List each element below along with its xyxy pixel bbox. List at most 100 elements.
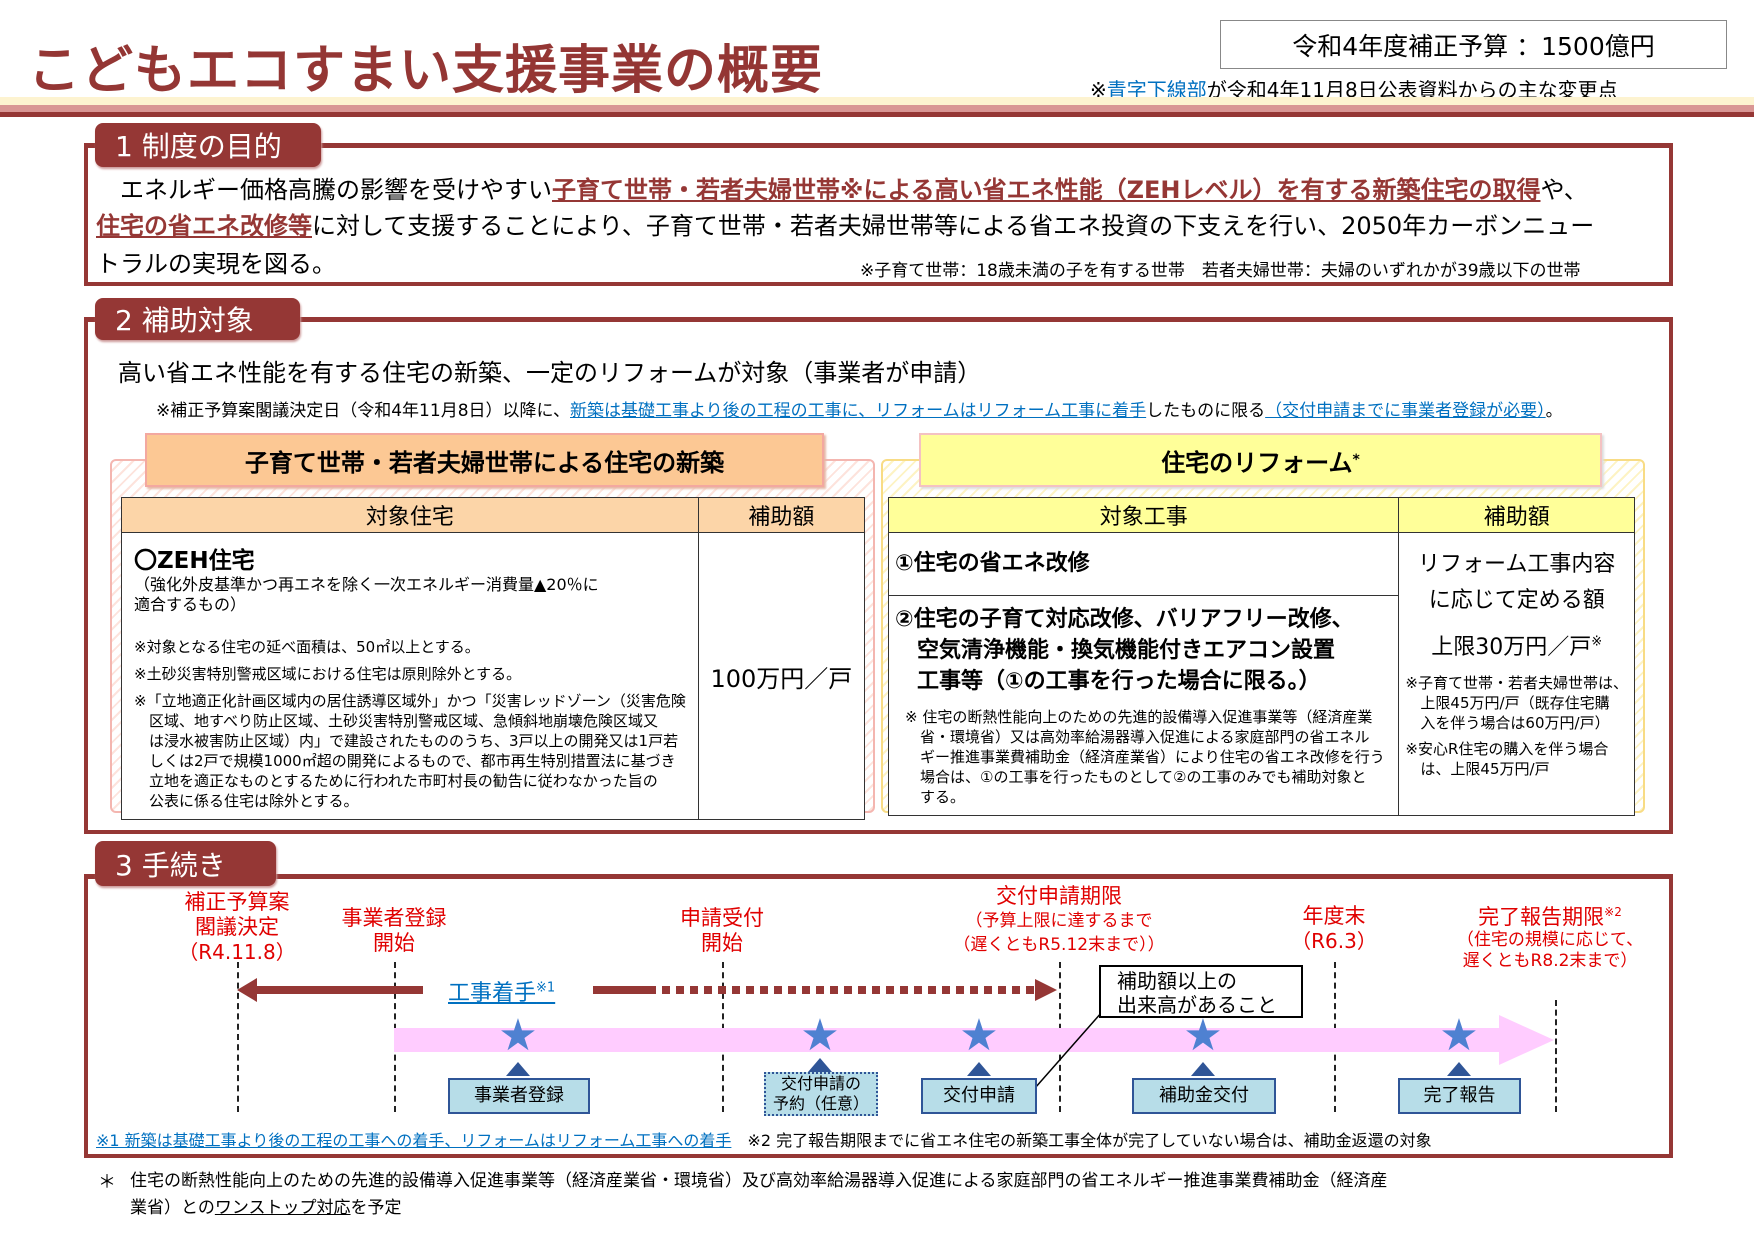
amount-cap: 上限30万円／戸※ <box>1405 629 1628 661</box>
arrow-up-icon <box>967 1062 991 1076</box>
link-text: （交付申請までに事業者登録が必要） <box>1265 401 1546 421</box>
milestone-label: 年度末 <box>1302 904 1366 928</box>
footnote-1: ※1 新築は基礎工事より後の工程の工事への着手、リフォームはリフォーム工事への着… <box>96 1131 732 1150</box>
mark: * <box>1352 452 1360 468</box>
target-note: ※補正予算案閣議決定日（令和4年11月8日）以降に、新築は基礎工事より後の工程の… <box>156 396 1563 421</box>
purpose-footnote: ※子育て世帯：18歳未満の子を有する世帯 若者夫婦世帯：夫婦のいずれかが39歳以… <box>860 261 1581 281</box>
footer-note: 住宅の断熱性能向上のための先進的設備導入促進事業等（経済産業省・環境省）及び高効… <box>130 1168 1670 1222</box>
mark: ※ <box>1591 634 1603 650</box>
note: ※安心R住宅の購入を伴う場合 は、上限45万円/戸 <box>1405 740 1609 778</box>
step-payment: 補助金交付 <box>1132 1078 1276 1114</box>
newbuild-header: 子育て世帯・若者夫婦世帯による住宅の新築 <box>145 433 824 487</box>
work-1: ①住宅の省エネ改修 <box>887 532 1400 596</box>
callout-box: 補助額以上の 出来高があること <box>1099 965 1303 1018</box>
text: エネルギー価格高騰の影響を受けやすい <box>120 176 552 204</box>
star-icon: ★ <box>1439 1010 1479 1061</box>
step-report: 完了報告 <box>1398 1078 1521 1114</box>
amount-text: リフォーム工事内容 に応じて定める額 <box>1418 552 1616 613</box>
milestone-registration: 事業者登録 開始 <box>294 906 494 956</box>
milestone-sub: （予算上限に達するまで （遅くともR5.12末まで）） <box>953 911 1165 955</box>
step-application: 交付申請 <box>921 1078 1037 1114</box>
milestone-budget: 補正予算案 閣議決定（R4.11.8） <box>137 890 337 965</box>
reform-header-text: 住宅のリフォーム <box>1161 448 1353 477</box>
timeline-arrow <box>394 1015 1554 1065</box>
text: に対して支援することにより、子育て世帯・若者夫婦世帯等による省エネ投資の下支えを… <box>312 212 1595 240</box>
work-2-cell: ②住宅の子育て対応改修、バリアフリー改修、 空気清浄機能・換気機能付きエアコン設… <box>887 595 1400 816</box>
footer-mark: ＊ <box>98 1172 116 1193</box>
reform-amount-cell: リフォーム工事内容 に応じて定める額 上限30万円／戸※ ※子育て世帯・若者夫婦… <box>1398 532 1635 816</box>
section-tab-procedure: 3 手続き <box>95 841 276 886</box>
star-icon: ★ <box>800 1010 840 1061</box>
section-tab-purpose: 1 制度の目的 <box>95 123 321 167</box>
milestone-sub: （R6.3） <box>1291 929 1377 953</box>
section-tab-target: 2 補助対象 <box>95 298 300 340</box>
milestone-label: 完了報告期限 <box>1478 905 1605 929</box>
purpose-line-2: 住宅の省エネ改修等に対して支援することにより、子育て世帯・若者夫婦世帯等による省… <box>96 208 1594 244</box>
milestone-application: 申請受付 開始 <box>622 906 822 956</box>
construction-start-label: 工事着手※1 <box>448 975 555 1007</box>
footnote-2: ※2 完了報告期限までに省エネ住宅の新築工事全体が完了していない場合は、補助金返… <box>747 1131 1432 1150</box>
underlined-text: ワンストップ対応 <box>214 1198 351 1218</box>
milestone-sub: （住宅の規模に応じて、 遅くともR8.2末まで） <box>1456 930 1644 971</box>
text: 住宅の断熱性能向上のための先進的設備導入促進事業等（経済産業省・環境省）及び高効… <box>130 1171 1388 1191</box>
amount-cell: 100万円／戸 <box>697 532 866 820</box>
mark: ※2 <box>1604 905 1622 919</box>
note: ※対象となる住宅の延べ面積は、50㎡以上とする。 <box>134 638 480 656</box>
purpose-line-3: トラルの実現を図る。 <box>96 250 336 278</box>
work-note: ※ 住宅の断熱性能向上のための先進的設備導入促進事業等（経済産業 省・環境省）又… <box>905 708 1385 806</box>
milestone-label: 補正予算案 閣議決定 <box>184 890 290 939</box>
label: 工事着手 <box>448 981 537 1006</box>
text: 業省）との <box>130 1198 215 1218</box>
arrow-up-icon <box>506 1062 530 1076</box>
star-icon: ★ <box>498 1010 538 1061</box>
timeline-marker <box>237 962 239 1112</box>
cap-text: 上限30万円／戸 <box>1431 635 1592 660</box>
col-header: 補助額 <box>697 497 866 533</box>
section-target <box>84 317 1673 834</box>
timeline-marker <box>1555 1000 1557 1112</box>
col-header: 対象工事 <box>887 497 1400 533</box>
text: ※補正予算案閣議決定日（令和4年11月8日）以降に、 <box>156 401 570 421</box>
note-mark: ※ <box>1090 78 1107 102</box>
page-title: こどもエコすまい支援事業の概要 <box>28 41 824 101</box>
highlight-text: 子育て世帯・若者夫婦世帯※による高い省エネ性能（ZEHレベル）を有する新築住宅の… <box>552 176 1541 204</box>
note: ※「立地適正化計画区域内の居住誘導区域外」かつ「災害レッドゾーン（災害危険 区域… <box>134 692 686 810</box>
header-band <box>0 97 1754 105</box>
highlight-text: 住宅の省エネ改修等 <box>96 212 312 240</box>
milestone-label: 事業者登録 開始 <box>341 906 447 955</box>
text: や、 <box>1540 176 1588 204</box>
budget-box: 令和4年度補正予算 ：1500億円 <box>1220 20 1727 69</box>
arrow-up-icon <box>1191 1062 1215 1076</box>
purpose-line-1: エネルギー価格高騰の影響を受けやすい子育て世帯・若者夫婦世帯※による高い省エネ性… <box>96 172 1588 208</box>
star-icon: ★ <box>1183 1010 1223 1061</box>
header-band <box>0 105 1754 112</box>
milestone-deadline: 交付申請期限 （予算上限に達するまで （遅くともR5.12末まで）） <box>929 884 1189 957</box>
procedure-footnotes: ※1 新築は基礎工事より後の工程の工事への着手、リフォームはリフォーム工事への着… <box>96 1127 1432 1151</box>
step-reservation: 交付申請の 予約（任意） <box>764 1072 878 1116</box>
callout-pointer <box>1034 1011 1103 1089</box>
milestone-label: 申請受付 開始 <box>680 906 764 955</box>
star-icon: ★ <box>959 1010 999 1061</box>
text: 。 <box>1545 401 1563 421</box>
step-registration: 事業者登録 <box>448 1078 590 1114</box>
construction-arrow <box>237 978 1057 1002</box>
reform-header: 住宅のリフォーム* <box>919 433 1602 487</box>
milestone-label: 交付申請期限 <box>996 884 1122 908</box>
item-title: 〇ZEH住宅 <box>134 548 255 574</box>
work-2: ②住宅の子育て対応改修、バリアフリー改修、 空気清浄機能・換気機能付きエアコン設… <box>895 607 1354 694</box>
link-text: 新築は基礎工事より後の工程の工事に、リフォームはリフォーム工事に着手 <box>570 401 1147 421</box>
arrow-up-icon <box>1447 1062 1471 1076</box>
milestone-fiscal-end: 年度末（R6.3） <box>1254 904 1414 954</box>
target-cell: 〇ZEH住宅 （強化外皮基準かつ再エネを除く一次エネルギー消費量▲20％に 適合… <box>121 532 699 820</box>
newbuild-table: 対象住宅補助額 〇ZEH住宅 （強化外皮基準かつ再エネを除く一次エネルギー消費量… <box>121 497 866 820</box>
section-purpose <box>84 143 1673 286</box>
reform-table: 対象工事補助額 ①住宅の省エネ改修 リフォーム工事内容 に応じて定める額 上限3… <box>887 497 1635 816</box>
col-header: 対象住宅 <box>121 497 699 533</box>
header-band <box>0 112 1754 117</box>
col-header: 補助額 <box>1398 497 1635 533</box>
mark: ※1 <box>536 980 556 996</box>
milestone-sub: （R4.11.8） <box>178 940 296 964</box>
item-sub: （強化外皮基準かつ再エネを除く一次エネルギー消費量▲20％に 適合するもの） <box>134 575 599 614</box>
note: ※土砂災害特別警戒区域における住宅は原則除外とする。 <box>134 665 522 683</box>
note: ※子育て世帯・若者夫婦世帯は、 上限45万円/戸（既存住宅購 入を伴う場合は60… <box>1405 674 1628 732</box>
